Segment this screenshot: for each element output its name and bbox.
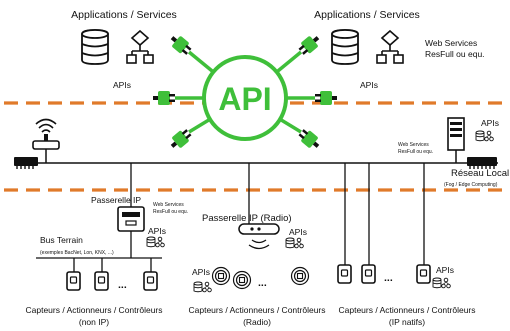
device-icon [416,264,431,284]
radio-device-icon [232,270,252,290]
device-icon [337,264,352,284]
local-network-apis: APIs [481,118,499,128]
ellipsis: ... [118,279,127,291]
web-services-label: Web Services [425,38,477,48]
database-icon [81,29,109,65]
mini-apis-icon [432,277,451,289]
device-icon [94,271,109,291]
radio-gateway-title: Passerelle IP (Radio) [202,213,292,224]
api-hub: API [153,32,337,152]
group-radio-sub: (Radio) [243,317,271,327]
top-left-title: Applications / Services [71,9,177,21]
api-label: API [218,81,271,117]
local-network-web-services-sub: ResFull ou equ. [398,149,433,155]
bus-title: Bus Terrain [40,235,83,245]
top-left-apis: APIs [113,80,131,90]
top-right-title: Applications / Services [314,9,420,21]
ellipsis: ... [258,277,267,289]
router-icon [32,118,60,163]
mini-apis-icon [285,237,304,249]
group-non-ip-caption: Capteurs / Actionneurs / Contrôleurs [25,305,162,315]
device-icon [361,264,376,284]
flowchart-icon [376,30,404,64]
radio-group-apis: APIs [192,267,210,277]
ellipsis: ... [384,272,393,284]
ip-gateway-apis: APIs [148,226,166,236]
server-icon [447,117,465,163]
mini-apis-icon [146,236,165,248]
ip-group-apis: APIs [436,265,454,275]
top-right-apis: APIs [360,80,378,90]
web-services-sub: ResFull ou equ. [425,49,485,59]
local-network-subtitle: (Fog / Edge Computing) [444,182,498,188]
device-icon [66,271,81,291]
bus-subtitle: (exemples BacNet, Lon, KNX, ...) [40,250,114,256]
group-non-ip-sub: (non IP) [79,317,109,327]
ip-gateway-title: Passerelle IP [91,195,141,205]
network-drops [130,163,425,265]
group-ip-sub: (IP natifs) [389,317,425,327]
database-icon [331,29,359,65]
radio-device-icon [290,266,310,286]
radio-gateway-apis: APIs [289,227,307,237]
ip-gateway-web-services: Web Services [153,202,184,208]
ip-gateway-web-services-sub: ResFull ou equ. [153,209,188,215]
network-switch-icon [467,157,497,169]
local-network-title: Réseau Local [451,168,509,179]
device-icon [143,271,158,291]
radio-gateway-icon [238,223,280,250]
flowchart-icon [126,30,154,64]
group-ip-caption: Capteurs / Actionneurs / Contrôleurs [338,305,475,315]
gateway-icon [117,206,145,232]
mini-apis-icon [193,281,212,293]
mini-apis-icon [475,130,494,142]
radio-device-icon [211,266,231,286]
local-network-web-services: Web Services [398,142,429,148]
group-radio-caption: Capteurs / Actionneurs / Contrôleurs [188,305,325,315]
network-switch-icon [14,157,38,169]
